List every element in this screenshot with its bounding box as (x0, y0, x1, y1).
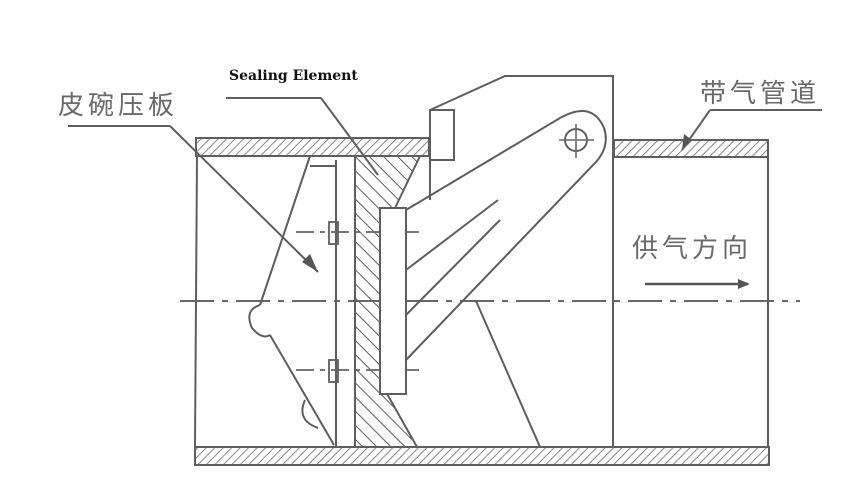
label-cup-pressure-plate: 皮碗压板 (58, 91, 178, 121)
hinge-arm (405, 109, 607, 448)
label-sealing-element: Sealing Element (229, 68, 358, 84)
upper-pipe-wall-right (613, 139, 769, 158)
leader-cup-plate (68, 125, 319, 273)
label-supply-direction: 供气方向 (632, 234, 752, 264)
hinge-pin (559, 124, 594, 158)
valve-housing (429, 75, 614, 140)
valve-housing-block (429, 109, 455, 161)
upper-pipe-wall-left (195, 137, 430, 157)
label-gas-pipe: 带气管道 (700, 79, 820, 109)
valve-disc (379, 207, 407, 395)
lower-pipe-wall (194, 446, 770, 466)
cup-pressure-plate (248, 155, 337, 447)
